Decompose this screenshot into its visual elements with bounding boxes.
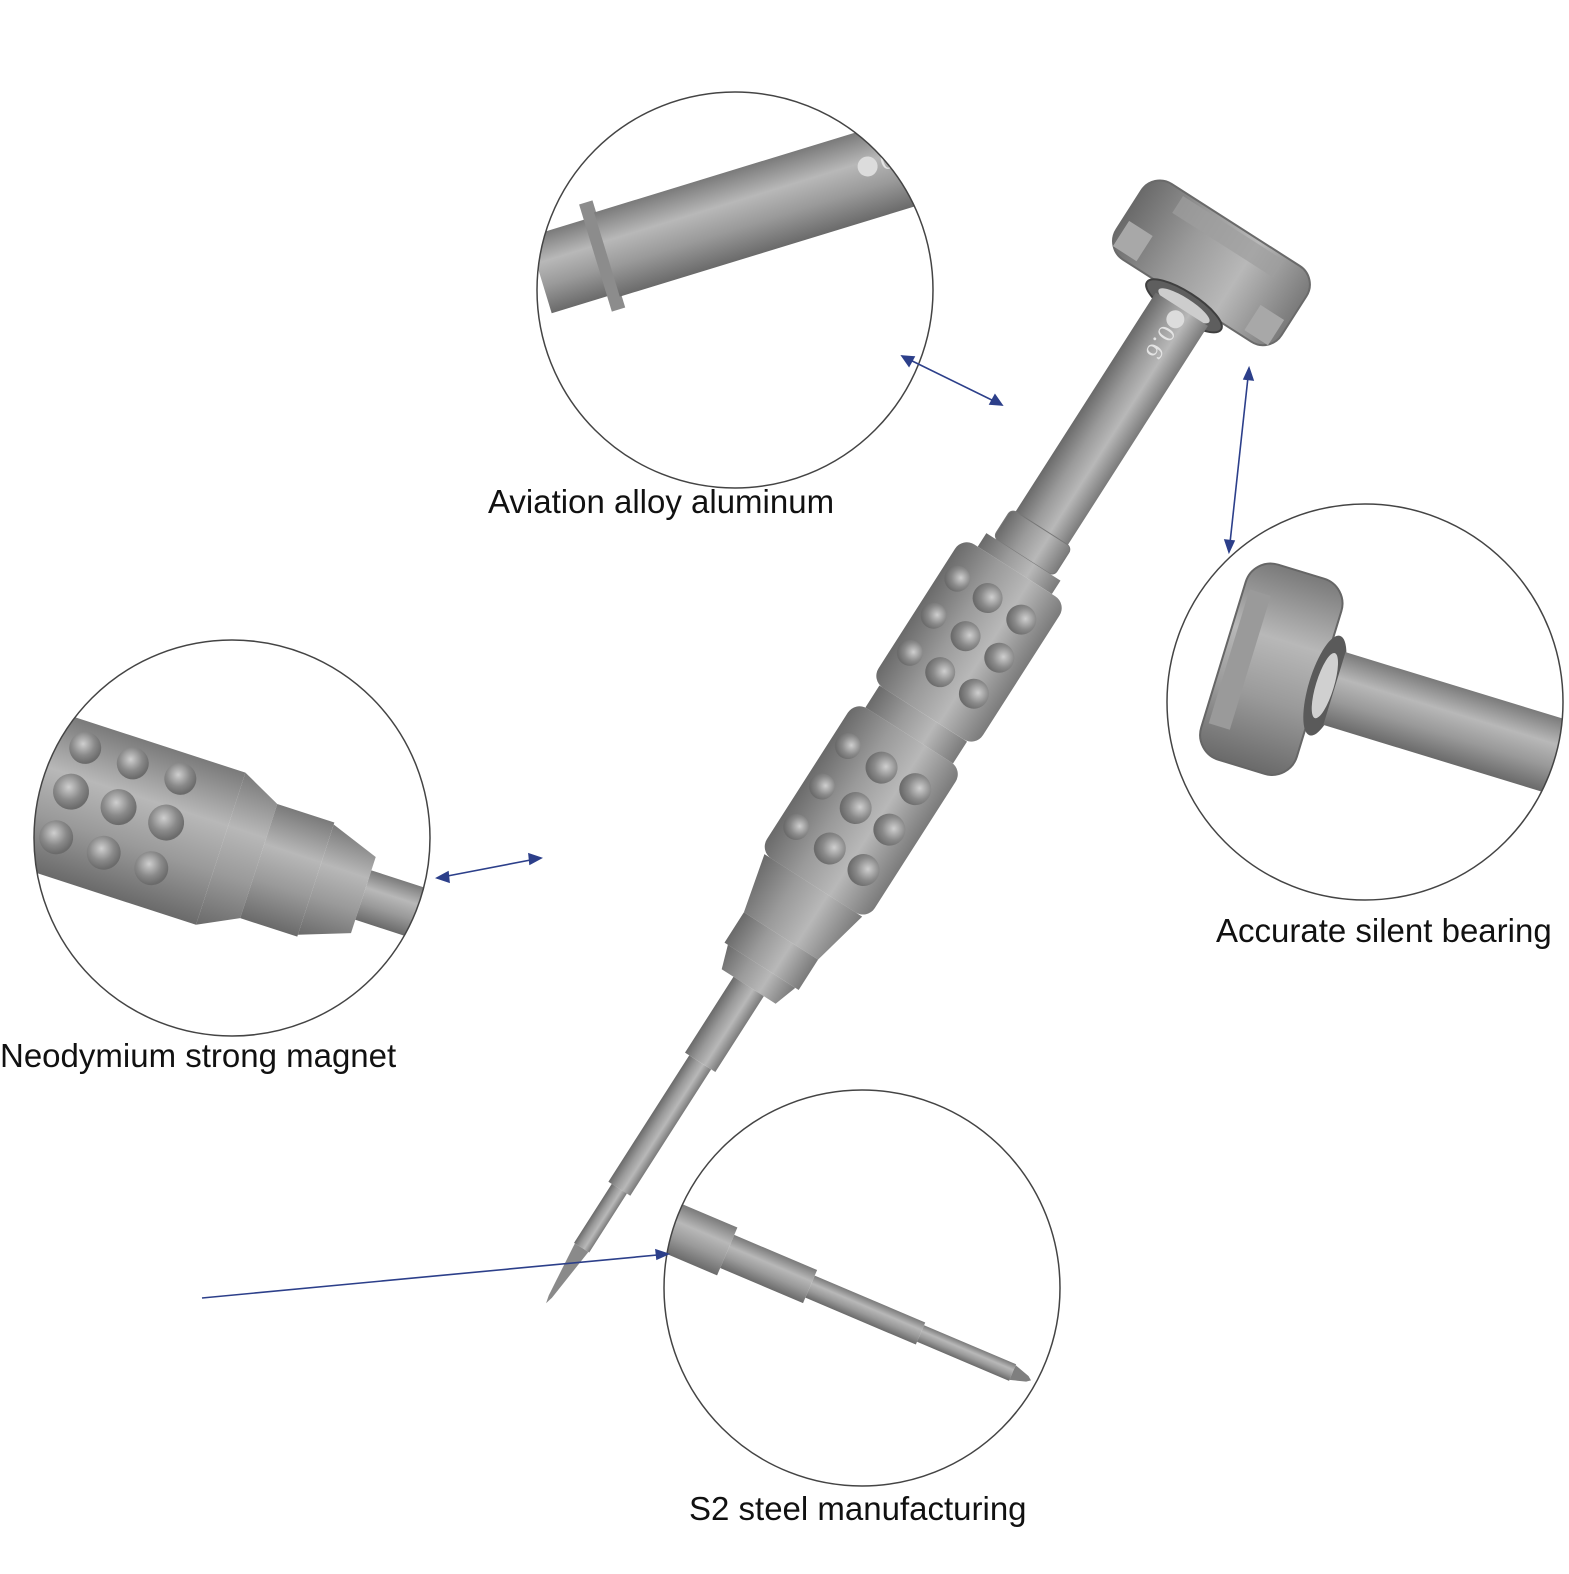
detail-circle-magnet [33, 639, 431, 1037]
detail-circle-aluminum: 0.6 [536, 91, 934, 489]
screwdriver: 0.6 [546, 179, 1311, 1304]
bit-tip [546, 1243, 589, 1304]
torx-symbol-icon [1166, 310, 1185, 329]
screwdriver-shaft [1015, 292, 1208, 545]
screwdriver-bit [685, 976, 764, 1073]
callout-aluminum-label: Aviation alloy aluminum [488, 483, 835, 520]
leader-lines [201, 355, 1255, 1299]
detail-circle-steel [663, 1089, 1061, 1487]
callout-bearing-label: Accurate silent bearing [1216, 912, 1552, 949]
detail-circle-bearing [1166, 503, 1564, 901]
callout-magnet-label: Neodymium strong magnet [0, 1037, 397, 1074]
callout-steel-label: S2 steel manufacturing [689, 1490, 1027, 1527]
grip-dimples [783, 565, 1037, 887]
